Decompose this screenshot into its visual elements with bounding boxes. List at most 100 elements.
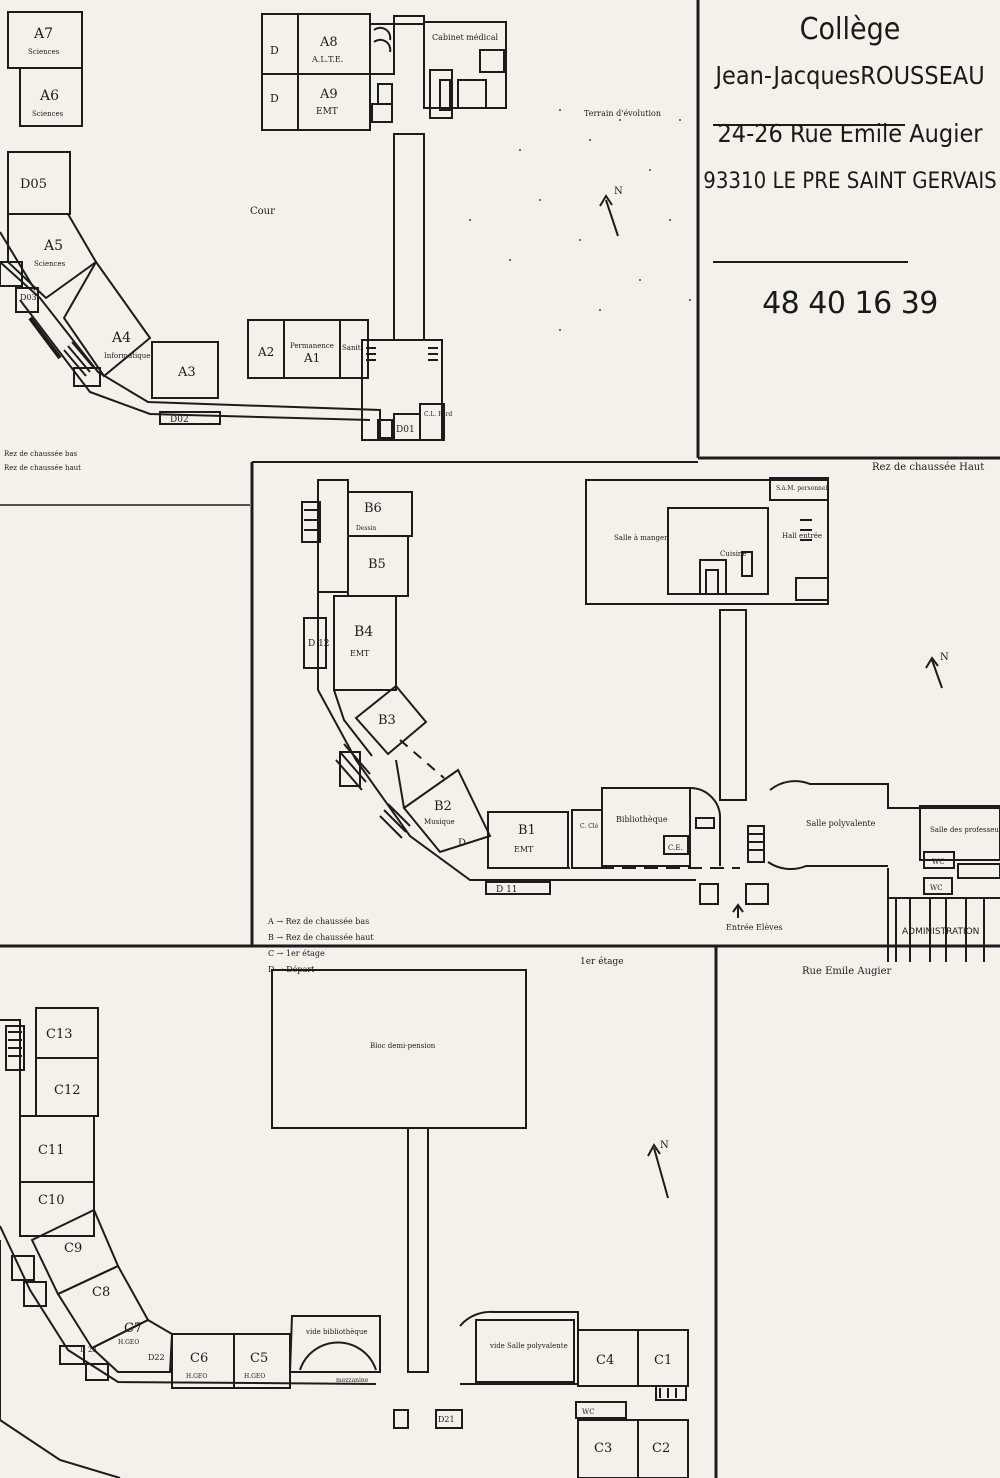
label-a9: A9 xyxy=(319,87,338,102)
svg-text:WC: WC xyxy=(930,884,943,892)
svg-text:Salle à manger: Salle à manger xyxy=(614,533,668,542)
svg-text:Cabinet médical: Cabinet médical xyxy=(432,33,498,42)
svg-text:C.L. Ford: C.L. Ford xyxy=(424,411,452,418)
north-arrow-b xyxy=(931,659,943,689)
svg-text:Dessin: Dessin xyxy=(356,525,376,532)
svg-text:C3: C3 xyxy=(594,1441,612,1456)
salle-des-professeurs xyxy=(919,805,1000,861)
svg-text:Sciences: Sciences xyxy=(32,110,64,118)
svg-text:A.L.T.E.: A.L.T.E. xyxy=(311,55,343,64)
svg-text:Salle polyvalente: Salle polyvalente xyxy=(806,819,876,828)
svg-text:H.GEO: H.GEO xyxy=(244,1373,265,1380)
svg-text:Bibliothèque: Bibliothèque xyxy=(616,815,668,824)
label-cour: Cour xyxy=(250,206,275,217)
svg-text:B3: B3 xyxy=(378,713,396,728)
corridor-c xyxy=(407,1127,429,1373)
legend-a: A → Rez de chaussée bas xyxy=(267,917,369,926)
svg-text:C.E.: C.E. xyxy=(668,844,683,852)
label-a5: A5 xyxy=(43,238,63,254)
svg-text:D03: D03 xyxy=(20,293,37,302)
corridor-b xyxy=(719,609,747,801)
svg-text:D 23: D 23 xyxy=(80,1346,97,1354)
salle-a-manger-block xyxy=(585,479,829,605)
svg-text:C5: C5 xyxy=(250,1351,268,1366)
svg-text:Cuisine: Cuisine xyxy=(720,550,747,558)
svg-text:Salle des professeurs: Salle des professeurs xyxy=(930,826,1000,834)
label-d05: D05 xyxy=(20,177,47,192)
school-name: Jean-JacquesROUSSEAU xyxy=(715,61,985,90)
plan-labels: A7 Sciences A6 Sciences D05 A5 Sciences … xyxy=(4,26,1000,1456)
svg-text:Rez de chaussée bas: Rez de chaussée bas xyxy=(4,450,78,458)
svg-text:B4: B4 xyxy=(354,624,373,640)
label-a6: A6 xyxy=(39,88,59,104)
svg-text:WC: WC xyxy=(932,858,945,866)
svg-text:Hall entrée: Hall entrée xyxy=(782,532,822,540)
svg-text:Sciences: Sciences xyxy=(34,260,66,268)
svg-text:C4: C4 xyxy=(596,1353,614,1368)
legend-c: C → 1er étage xyxy=(268,949,325,958)
svg-text:D01: D01 xyxy=(396,425,415,435)
svg-text:D21: D21 xyxy=(438,1415,455,1424)
svg-text:D: D xyxy=(270,92,279,105)
bloc-demi-pension xyxy=(271,969,527,1129)
svg-text:Rez de chaussée haut: Rez de chaussée haut xyxy=(4,464,81,472)
label-administration: ADMINISTRATION xyxy=(902,927,979,937)
room-c2 xyxy=(637,1419,689,1478)
svg-text:C13: C13 xyxy=(46,1027,73,1042)
svg-text:D02: D02 xyxy=(170,415,189,425)
svg-text:C8: C8 xyxy=(92,1285,110,1300)
svg-text:N: N xyxy=(660,1140,669,1151)
room-a6 xyxy=(19,67,83,127)
school-info: Collège Jean-JacquesROUSSEAU 24-26 Rue E… xyxy=(700,12,1000,321)
room-d12 xyxy=(303,617,327,669)
label-a7: A7 xyxy=(33,26,53,42)
room-b1 xyxy=(487,811,569,869)
svg-text:D: D xyxy=(270,44,279,57)
school-street: 24-26 Rue Emile Augier xyxy=(717,119,983,148)
svg-text:A1: A1 xyxy=(303,351,320,365)
label-a8: A8 xyxy=(319,35,338,50)
school-type: Collège xyxy=(799,12,901,47)
label-rue: Rue Emile Augier xyxy=(802,966,892,977)
label-rez-haut: Rez de chaussée Haut xyxy=(872,462,984,473)
svg-text:N: N xyxy=(940,652,949,663)
room-b3 xyxy=(354,684,428,756)
svg-text:B5: B5 xyxy=(368,557,386,572)
svg-text:C9: C9 xyxy=(64,1241,82,1256)
svg-text:D: D xyxy=(458,838,466,849)
svg-text:EMT: EMT xyxy=(350,649,370,658)
school-city: 93310 LE PRE SAINT GERVAIS xyxy=(703,169,997,194)
svg-text:C11: C11 xyxy=(38,1143,65,1158)
svg-text:WC: WC xyxy=(582,1408,595,1416)
svg-text:D 12: D 12 xyxy=(308,639,330,649)
north-arrow-a xyxy=(605,199,619,237)
svg-text:Sciences: Sciences xyxy=(28,48,60,56)
bibliotheque xyxy=(601,787,691,867)
svg-text:A3: A3 xyxy=(177,365,196,380)
svg-text:Permanence: Permanence xyxy=(290,342,334,350)
room-a3 xyxy=(151,341,219,399)
svg-text:mezzanine: mezzanine xyxy=(336,1377,369,1384)
svg-text:Musique: Musique xyxy=(424,818,455,826)
corridor-a xyxy=(393,133,425,341)
svg-text:B6: B6 xyxy=(364,501,382,516)
svg-text:Terrain d'évolution: Terrain d'évolution xyxy=(584,109,661,118)
legend-d: D → Départ xyxy=(268,965,315,974)
svg-text:Entrée Elèves: Entrée Elèves xyxy=(726,923,783,932)
svg-text:D22: D22 xyxy=(148,1353,165,1362)
label-bloc: Bloc demi-pension xyxy=(370,1042,436,1050)
svg-text:C. Clé: C. Clé xyxy=(580,823,599,830)
svg-text:H.GEO: H.GEO xyxy=(118,1339,139,1346)
svg-text:C6: C6 xyxy=(190,1351,208,1366)
svg-text:C2: C2 xyxy=(652,1441,670,1456)
svg-text:Sanit.: Sanit. xyxy=(342,344,363,352)
room-a9 xyxy=(297,73,371,131)
room-b2 xyxy=(402,768,492,854)
svg-text:EMT: EMT xyxy=(514,845,534,854)
svg-text:vide Salle polyvalente: vide Salle polyvalente xyxy=(489,1342,568,1350)
vide-salle-polyvalente xyxy=(475,1319,575,1383)
svg-text:B1: B1 xyxy=(518,823,536,838)
svg-text:D 11: D 11 xyxy=(496,885,518,895)
